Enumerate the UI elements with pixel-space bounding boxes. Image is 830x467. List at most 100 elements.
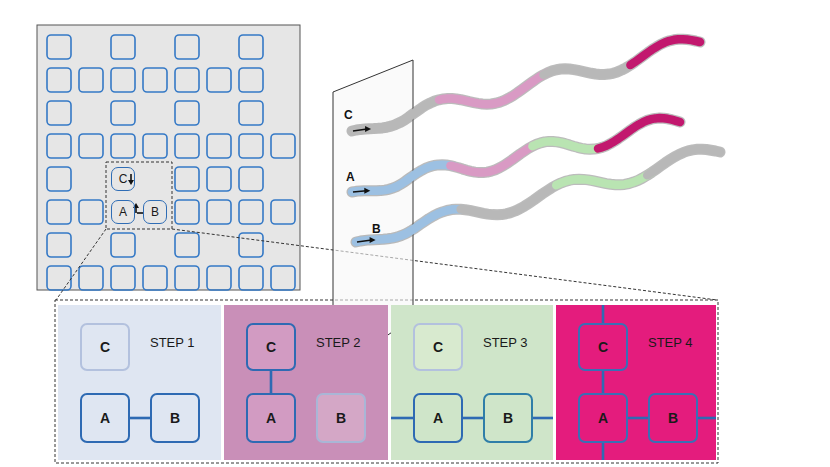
lattice-cell: [207, 134, 231, 158]
monomer-box: A: [111, 200, 135, 224]
monomer-box: C: [111, 167, 135, 191]
monomer-letter: B: [336, 410, 346, 426]
lattice-cell: [47, 68, 71, 92]
monomer-letter: C: [119, 172, 128, 186]
lattice-cell: [271, 266, 295, 290]
zoom-frame: [55, 300, 718, 463]
lattice-cell: [47, 134, 71, 158]
tube-arrow: [365, 126, 371, 132]
tube-arrow: [364, 188, 370, 194]
step-title: STEP 2: [316, 335, 361, 350]
lattice-cell: [175, 233, 199, 257]
monomer-letter: C: [433, 339, 443, 355]
tube-segment: [630, 39, 700, 65]
lattice-cell: [175, 200, 199, 224]
lattice-cell: [175, 101, 199, 125]
chain-label: C: [344, 108, 353, 122]
lattice-panel: [37, 25, 300, 290]
lattice-cell: [239, 101, 263, 125]
lattice-cell: [79, 200, 103, 224]
lattice-cell: [47, 233, 71, 257]
open-bond: [533, 417, 553, 420]
direction-arrows: [128, 174, 144, 213]
step-panel: STEP 4 C AB: [556, 305, 716, 460]
lattice-cell: [271, 134, 295, 158]
monomer-box: C: [246, 323, 296, 371]
tube-segment: [450, 144, 536, 172]
monomer-box: C: [80, 323, 130, 371]
lattice-cell: [239, 68, 263, 92]
lattice-cell: [239, 134, 263, 158]
monomer-box: B: [648, 393, 698, 443]
tube-segment: [356, 209, 461, 242]
tube-arrow: [370, 237, 376, 243]
step-title: STEP 1: [150, 335, 195, 350]
lattice-cell: [207, 200, 231, 224]
lattice-cell: [111, 266, 135, 290]
lattice-cell: [239, 167, 263, 191]
step-panel: STEP 3 C A B: [391, 305, 553, 460]
monomer-box: B: [150, 393, 200, 443]
lattice-cell: [79, 68, 103, 92]
lattice-cell: [47, 167, 71, 191]
monomer-box: A: [246, 393, 296, 443]
monomer-box: A: [80, 393, 130, 443]
monomer-box: B: [483, 393, 533, 443]
chain-label: B: [372, 222, 381, 236]
tube-segment: [461, 183, 561, 215]
lattice-cell: [175, 134, 199, 158]
tube-segment: [647, 149, 720, 175]
monomer-letter: A: [100, 410, 110, 426]
lattice-cell: [239, 266, 263, 290]
lattice-cell: [111, 134, 135, 158]
lattice-cell: [175, 266, 199, 290]
monomer-letter: C: [598, 339, 608, 355]
monomer-letter: B: [170, 410, 180, 426]
open-bond: [602, 305, 605, 323]
step-panel: STEP 2 C A B: [224, 305, 388, 460]
lattice-cell: [175, 68, 199, 92]
bond-line: [628, 418, 648, 419]
bond-line: [463, 418, 483, 419]
lattice-cell: [207, 266, 231, 290]
tube-segment: [598, 118, 680, 148]
monomer-box: B: [143, 200, 167, 224]
bond-line: [271, 371, 272, 393]
step-title: STEP 4: [648, 335, 693, 350]
zoom-leader: [172, 229, 717, 300]
lattice-cell: [143, 68, 167, 92]
monomer-box: C: [413, 323, 463, 371]
lattice-cell: [207, 167, 231, 191]
lattice-cell: [239, 233, 263, 257]
tube-segment: [352, 99, 443, 131]
tube-segment: [543, 62, 634, 75]
lattice-cell: [47, 101, 71, 125]
tube-arrow: [357, 240, 372, 242]
open-bond: [698, 417, 716, 420]
tube-segment: [556, 172, 652, 185]
lattice-cell: [111, 68, 135, 92]
tube-segment: [439, 73, 548, 105]
step-title: STEP 3: [483, 335, 528, 350]
monomer-letter: A: [119, 205, 127, 219]
monomer-box: C: [578, 323, 628, 371]
lattice-cell: [111, 35, 135, 59]
monomer-box: A: [578, 393, 628, 443]
step-panel: STEP 1 C A B: [58, 305, 221, 460]
tube-segment: [352, 165, 455, 192]
lattice-cell: [239, 35, 263, 59]
bond-line: [603, 371, 604, 393]
lattice-cell: [111, 101, 135, 125]
monomer-letter: A: [266, 410, 276, 426]
open-bond: [602, 443, 605, 460]
zoom-region: [106, 162, 172, 229]
lattice-cell: [175, 35, 199, 59]
tube-segment: [532, 141, 602, 149]
monomer-letter: C: [100, 339, 110, 355]
bond-line: [130, 418, 150, 419]
monomer-letter: B: [503, 410, 513, 426]
lattice-grid: [47, 35, 295, 290]
monomer-box: A: [413, 393, 463, 443]
monomer-letter: A: [433, 410, 443, 426]
